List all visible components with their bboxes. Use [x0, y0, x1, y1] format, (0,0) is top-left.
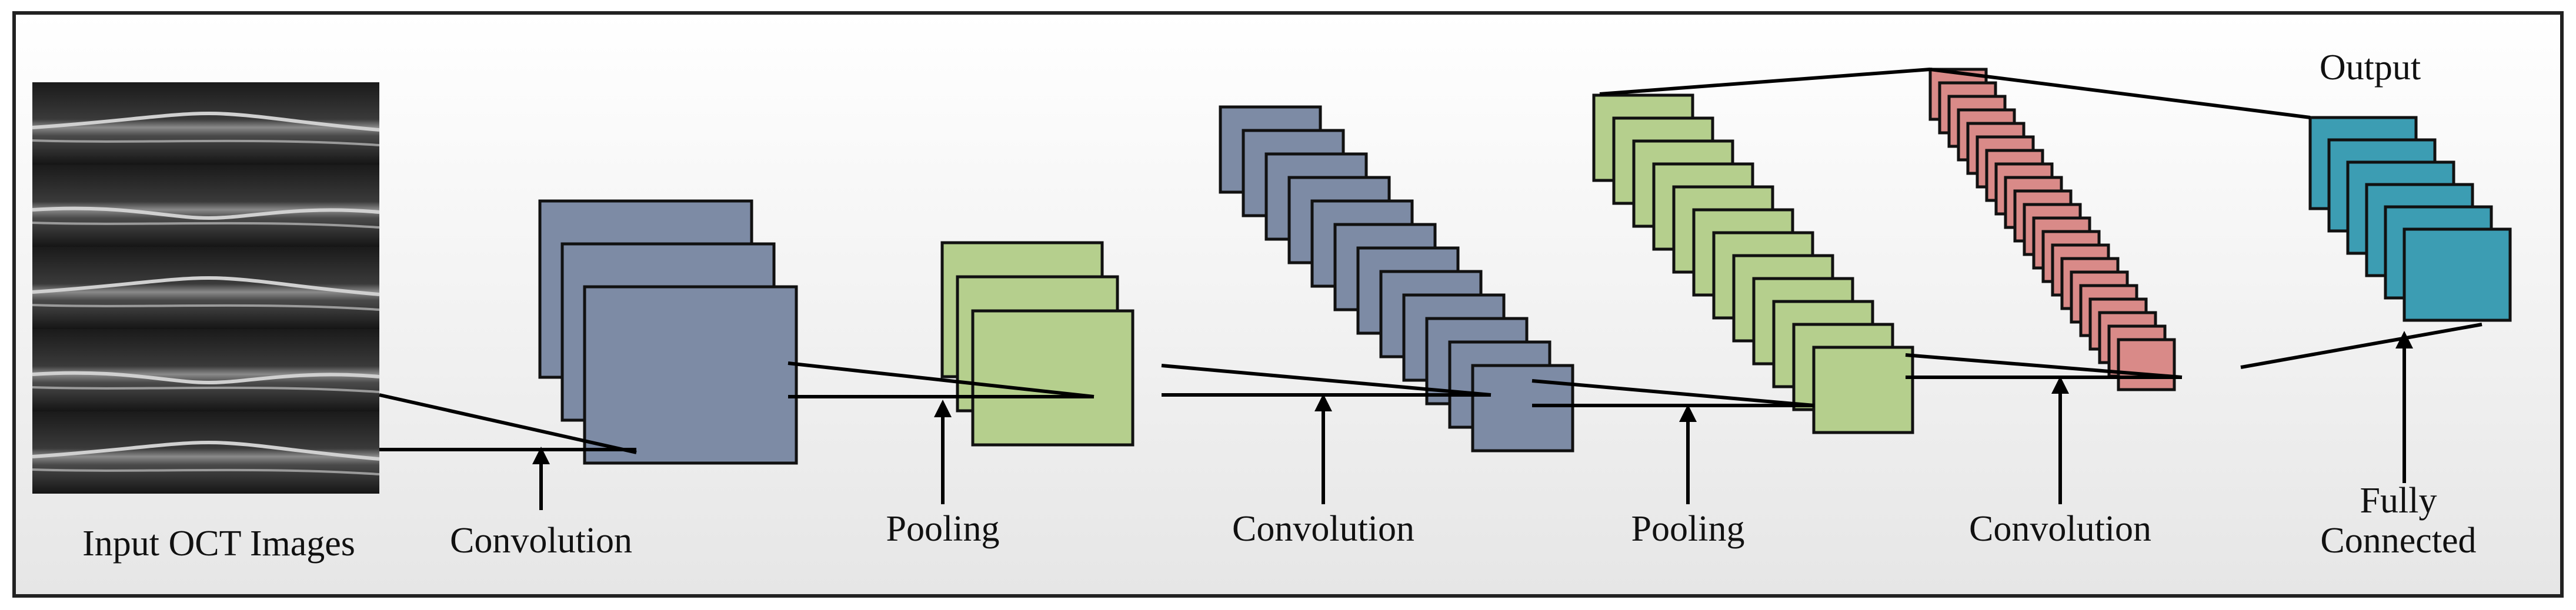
label-fc-line1: Fully: [2360, 481, 2437, 521]
connection-lines: [379, 68, 2482, 454]
conv2-feature-map: [1471, 364, 1574, 453]
label-output: Output: [2320, 48, 2421, 88]
label-conv3: Convolution: [1969, 509, 2151, 549]
conv2-stack: [1219, 105, 1574, 453]
conv3-feature-map: [2117, 338, 2176, 391]
label-conv2: Convolution: [1232, 509, 1414, 549]
stage-arrows: [532, 331, 2413, 510]
retina-layer-line: [32, 304, 380, 311]
label-conv1: Convolution: [450, 521, 632, 561]
link-conv1-pool1-top: [788, 361, 1095, 398]
input-oct-images: [32, 82, 380, 494]
pool1-stack: [940, 241, 1134, 447]
fc-stack: [2308, 116, 2512, 322]
link-conv2-pool2-top: [1531, 379, 1815, 407]
label-pool1: Pooling: [886, 509, 1000, 549]
pool1-feature-map: [971, 309, 1134, 447]
retina-layer-line: [32, 276, 380, 296]
label-pool2: Pooling: [1631, 509, 1745, 549]
pool2-stack: [1592, 93, 1914, 434]
link-conv3-fc-outer: [1930, 68, 2311, 119]
retina-layer-line: [32, 386, 380, 393]
oct-scan-image: [32, 329, 379, 411]
link-pool2-conv3-outer: [1599, 68, 1931, 96]
retina-layer-line: [32, 206, 380, 220]
fc-unit: [2403, 227, 2512, 322]
retina-layer-line: [32, 111, 380, 132]
conv1-feature-map: [583, 285, 798, 465]
link-input-conv1-top: [379, 393, 637, 454]
retina-layer-line: [32, 468, 380, 475]
link-pool1-conv2-top: [1161, 364, 1491, 397]
label-fc-line2: Connected: [2320, 521, 2476, 561]
link-conv3-fc-inner: [2240, 323, 2482, 369]
retina-layer-line: [32, 222, 380, 229]
pool2-feature-map: [1812, 346, 1914, 434]
link-pool2-conv3-top: [1905, 353, 2183, 379]
retina-layer-line: [32, 440, 380, 461]
conv3-stack: [1928, 68, 2176, 391]
retina-layer-line: [32, 139, 380, 146]
label-input-oct-images: Input OCT Images: [82, 524, 355, 564]
retina-layer-line: [32, 371, 380, 385]
conv1-stack: [538, 199, 798, 465]
oct-scan-image: [32, 165, 379, 247]
